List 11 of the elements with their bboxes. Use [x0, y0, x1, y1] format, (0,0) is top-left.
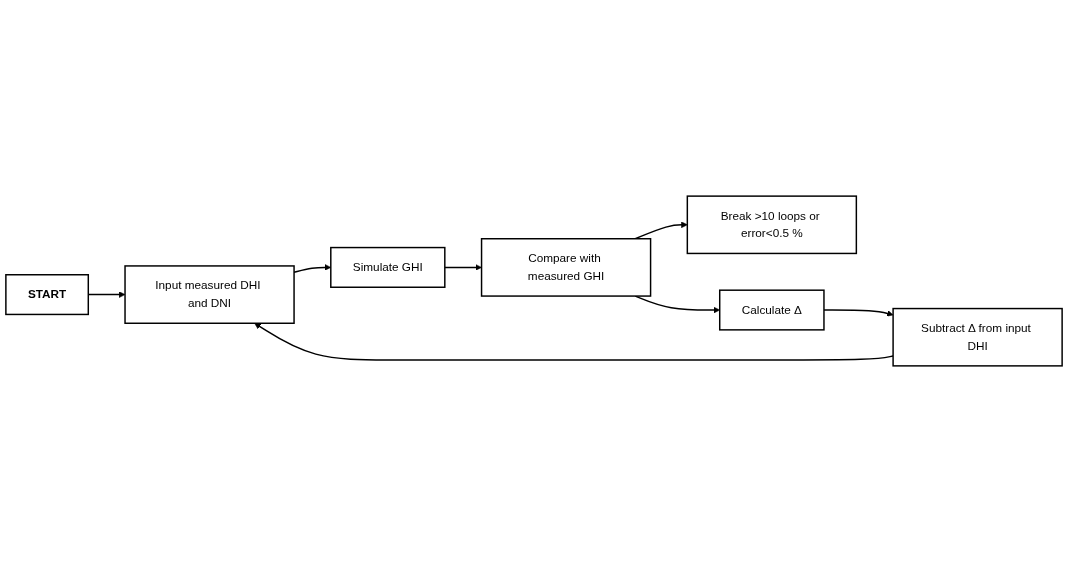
- arrow: [823, 309, 894, 317]
- node-box: Compare with measured GHI: [480, 238, 652, 297]
- node-box: Calculate Δ: [719, 289, 825, 331]
- arrow: [634, 221, 688, 240]
- node-box: Subtract Δ from input DHI: [892, 307, 1063, 367]
- node-box: Simulate GHI: [330, 246, 446, 288]
- node-box: Break >10 loops or error<0.5 %: [686, 195, 858, 255]
- node-box: START: [5, 274, 90, 316]
- arrow: [444, 264, 482, 271]
- node-box: Input measured DHI and DNI: [124, 265, 295, 324]
- arrow: [254, 322, 894, 361]
